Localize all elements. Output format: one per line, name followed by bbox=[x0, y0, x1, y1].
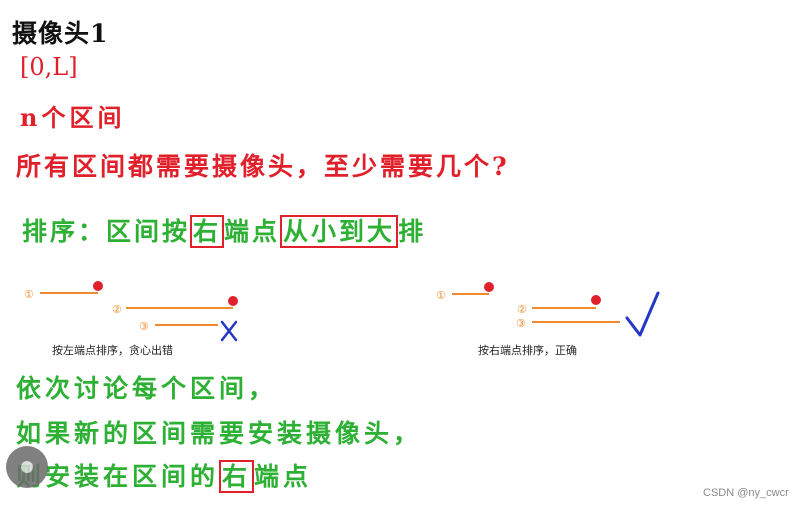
left-marker-1: ① bbox=[24, 288, 34, 301]
sort-rule-line: 排序：区间按右端点从小到大排 bbox=[22, 212, 426, 248]
cross-icon bbox=[220, 320, 238, 342]
step-line-3: 则安装在区间的右端点 bbox=[16, 457, 312, 493]
left-diagram-caption: 按左端点排序，贪心出错 bbox=[52, 344, 173, 357]
page-title: 摄像头1 bbox=[12, 19, 109, 48]
right-endpoint-1 bbox=[484, 282, 494, 292]
right-marker-3: ③ bbox=[516, 317, 526, 330]
question-text: 所有区间都需要摄像头，至少需要几个? bbox=[16, 152, 510, 181]
check-icon bbox=[625, 291, 660, 337]
sort-right-box: 右 bbox=[190, 215, 225, 248]
range-text: [0,L] bbox=[20, 53, 78, 81]
right-interval-diagram: ① ② ③ bbox=[436, 282, 660, 337]
right-endpoint-2 bbox=[591, 295, 601, 305]
sort-suffix: 排 bbox=[398, 217, 427, 246]
left-endpoint-1 bbox=[93, 281, 103, 291]
sort-prefix: 排序：区间按 bbox=[22, 217, 191, 246]
right-diagram-caption: 按右端点排序，正确 bbox=[478, 344, 577, 357]
left-interval-diagram: ① ② ③ bbox=[24, 281, 238, 342]
watermark: CSDN @ny_cwcr bbox=[703, 487, 789, 499]
step3-right-box: 右 bbox=[219, 460, 255, 493]
step-line-2: 如果新的区间需要安装摄像头， bbox=[16, 419, 423, 448]
left-endpoint-2 bbox=[228, 296, 238, 306]
left-marker-2: ② bbox=[112, 303, 122, 316]
sort-order-box: 从小到大 bbox=[280, 215, 399, 248]
right-marker-1: ① bbox=[436, 289, 446, 302]
sort-middle: 端点 bbox=[224, 217, 281, 246]
floating-action-button[interactable] bbox=[6, 446, 48, 488]
step3-prefix: 则安装在区间的 bbox=[16, 462, 220, 491]
step3-suffix: 端点 bbox=[254, 462, 313, 491]
right-marker-2: ② bbox=[517, 303, 527, 316]
interval-count-text: n个区间 bbox=[20, 103, 126, 132]
left-marker-3: ③ bbox=[139, 320, 149, 333]
step-line-1: 依次讨论每个区间， bbox=[16, 374, 278, 403]
